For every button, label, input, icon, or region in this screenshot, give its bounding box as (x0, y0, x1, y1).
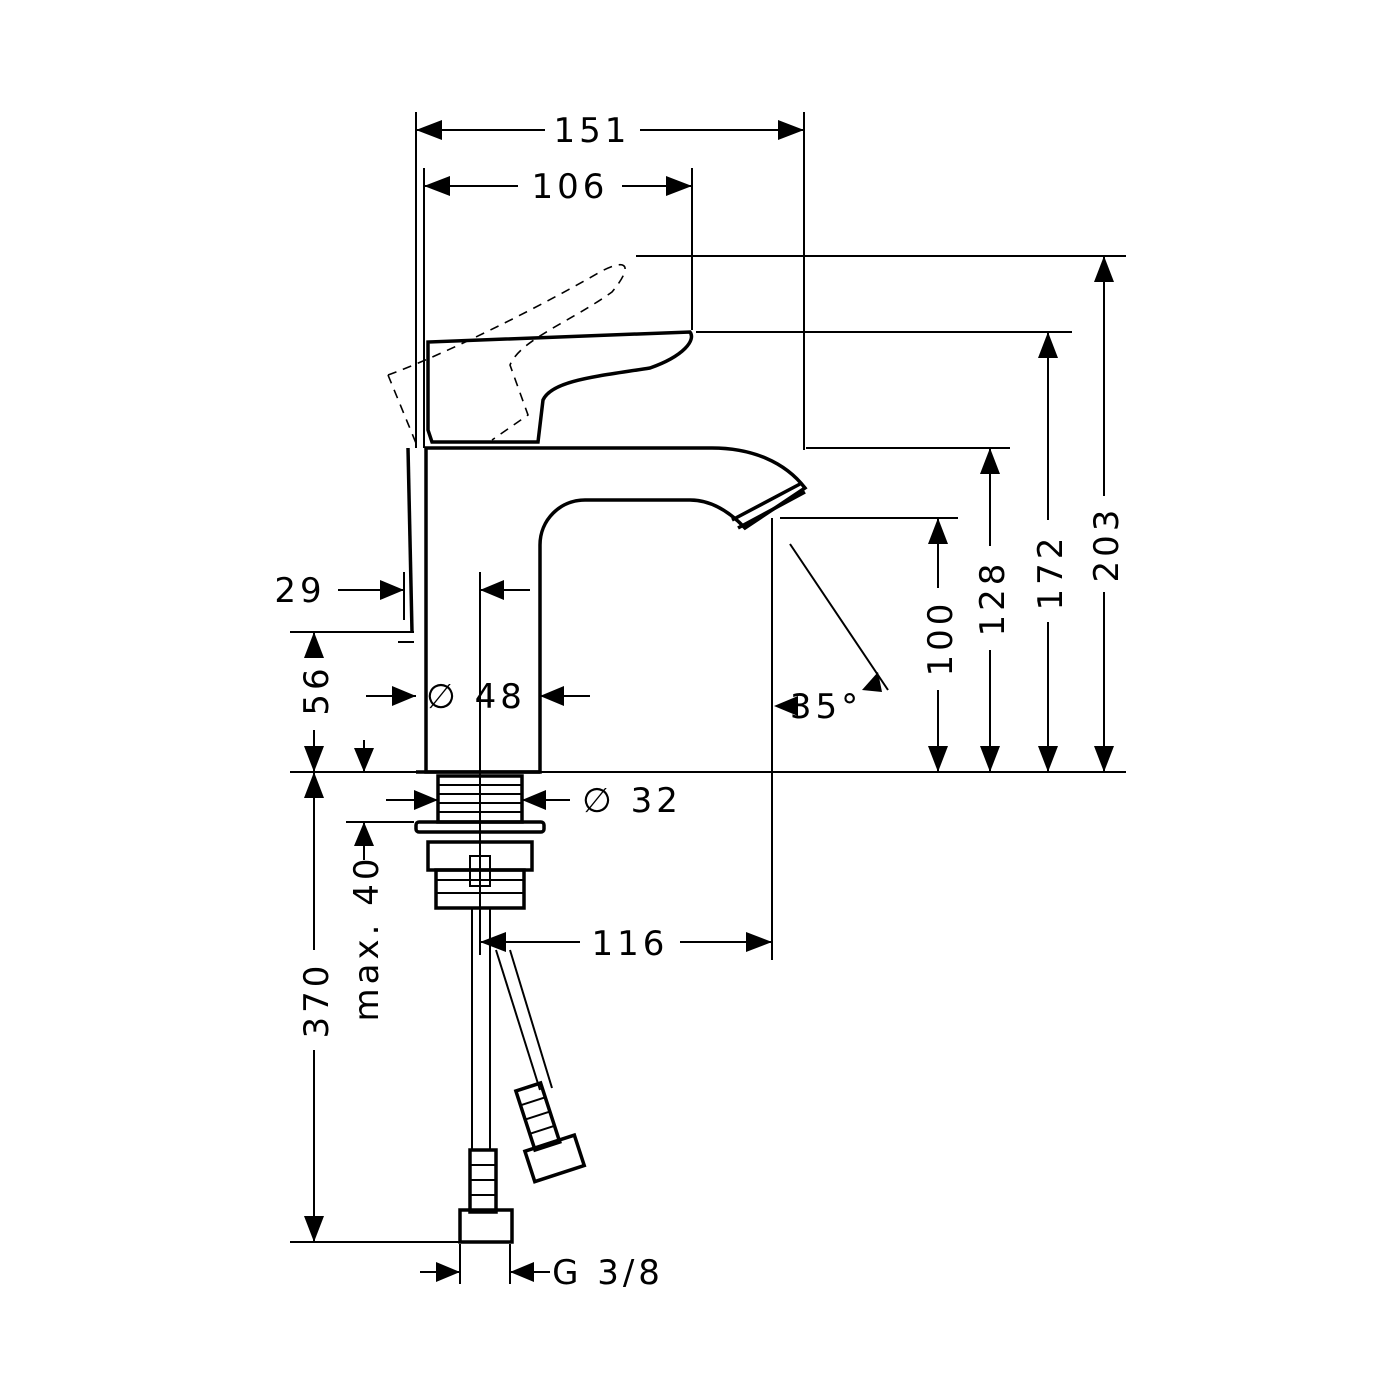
pop-up-rod (398, 447, 414, 643)
dim-max-thickness: max. 40 (347, 855, 387, 1022)
dim-diameter-body: ∅ 48 (426, 677, 526, 717)
dimension-lines (290, 112, 1126, 1284)
dim-connection: G 3/8 (552, 1253, 664, 1293)
supply-hoses (458, 908, 587, 1244)
faucet-handle (426, 330, 694, 444)
dim-height-total: 203 (1087, 506, 1127, 583)
dim-height-handle: 172 (1031, 534, 1071, 611)
faucet-body (416, 446, 808, 774)
dim-diameter-thread: ∅ 32 (582, 781, 682, 821)
dim-width-handle: 106 (532, 167, 609, 207)
dim-height-spout: 128 (973, 560, 1013, 637)
dim-height-outlet: 100 (921, 600, 961, 677)
dim-hose-length: 370 (297, 962, 337, 1039)
dim-pop-up-height: 56 (297, 664, 337, 715)
dim-projection: 116 (592, 924, 669, 964)
dim-width-total: 151 (554, 111, 631, 151)
dim-offset-29: 29 (274, 571, 325, 611)
dim-angle: 35° (790, 687, 862, 727)
faucet-handle-raised (387, 263, 626, 449)
